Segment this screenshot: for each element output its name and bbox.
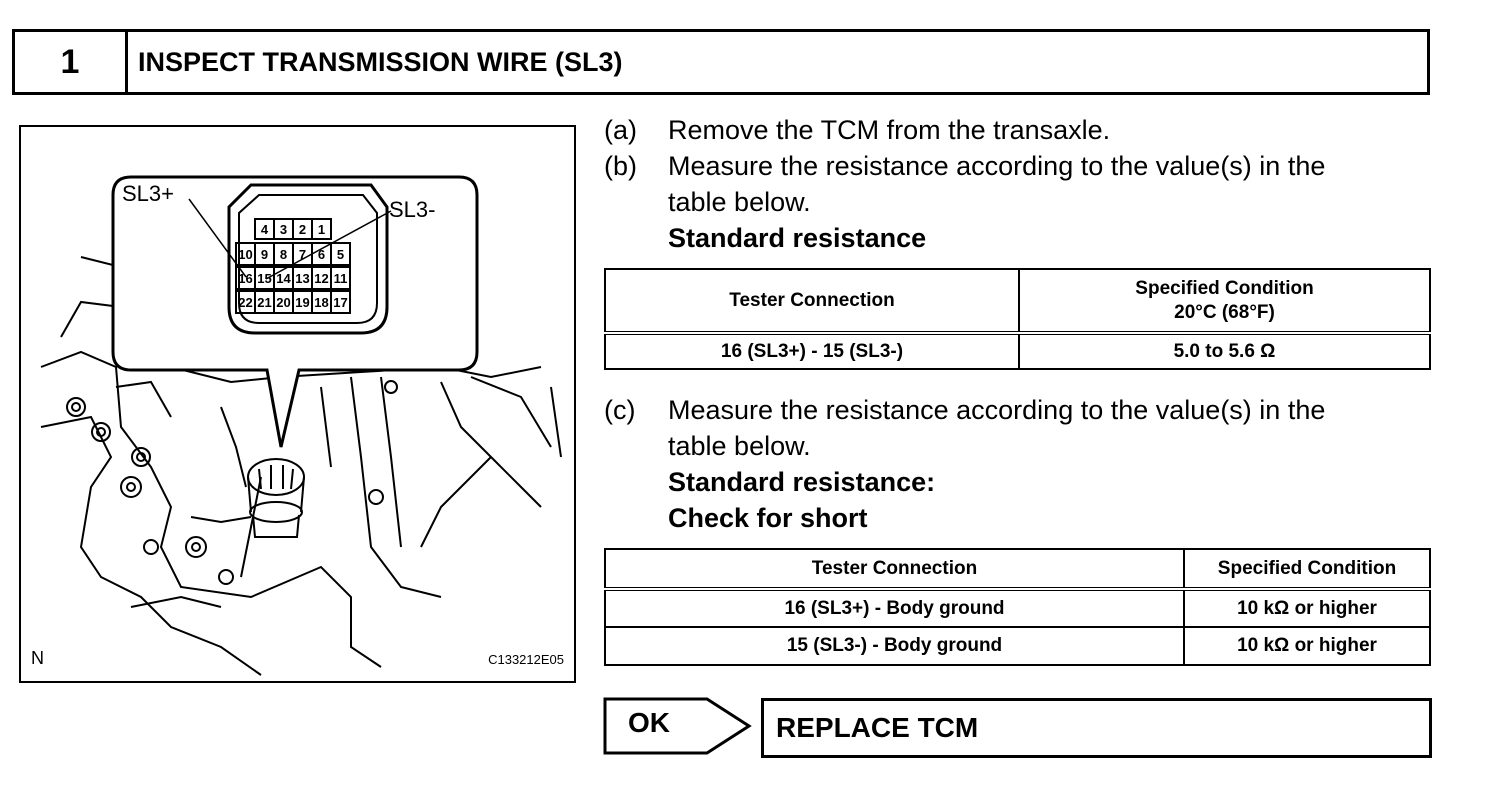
pin-13: 13 xyxy=(295,271,309,286)
pin-18: 18 xyxy=(314,295,328,310)
pin-14: 14 xyxy=(276,271,291,286)
table2-row2-connection: 15 (SL3-) - Body ground xyxy=(604,626,1185,666)
step-c-heading: Standard resistance: xyxy=(668,467,936,497)
pin-7: 7 xyxy=(299,247,306,262)
pin-19: 19 xyxy=(295,295,309,310)
table2-header-tester: Tester Connection xyxy=(604,548,1185,591)
pin-2: 2 xyxy=(299,222,306,237)
action-box: REPLACE TCM xyxy=(761,698,1432,758)
label-sl3-minus: SL3- xyxy=(389,197,436,222)
transaxle-drawing: 4 3 2 1 10 9 8 7 6 5 16 15 14 13 12 11 2… xyxy=(40,175,562,676)
step-number: 1 xyxy=(15,32,128,92)
table1-cell-condition: 5.0 to 5.6 Ω xyxy=(1018,332,1431,370)
table1-cell-connection: 16 (SL3+) - 15 (SL3-) xyxy=(604,332,1020,370)
ok-arrow-box xyxy=(603,697,752,755)
table-row: 16 (SL3+) - Body ground 10 kΩ or higher xyxy=(604,588,1431,628)
pin-8: 8 xyxy=(280,247,287,262)
step-c-subheading: Check for short xyxy=(668,503,868,533)
pin-4: 4 xyxy=(261,222,269,237)
table1-header-temperature: 20°C (68°F) xyxy=(1174,301,1275,323)
pin-12: 12 xyxy=(314,271,328,286)
step-c-marker: (c) xyxy=(604,395,636,425)
table1-header-condition: Specified Condition 20°C (68°F) xyxy=(1018,268,1431,335)
table2-row1-connection: 16 (SL3+) - Body ground xyxy=(604,588,1185,628)
connector-illustration: 4 3 2 1 10 9 8 7 6 5 16 15 14 13 12 11 2… xyxy=(19,125,576,683)
table-row: 15 (SL3-) - Body ground 10 kΩ or higher xyxy=(604,626,1431,666)
table-row: 16 (SL3+) - 15 (SL3-) 5.0 to 5.6 Ω xyxy=(604,332,1431,370)
step-b-line1: Measure the resistance according to the … xyxy=(668,151,1326,181)
pin-20: 20 xyxy=(276,295,290,310)
action-text: REPLACE TCM xyxy=(776,712,979,743)
step-b-line2: table below. xyxy=(668,187,811,217)
table1-header-condition-label: Specified Condition xyxy=(1135,277,1314,299)
ok-label: OK xyxy=(628,707,670,738)
step-c-line2: table below. xyxy=(668,431,811,461)
step-title: INSPECT TRANSMISSION WIRE (SL3) xyxy=(138,46,623,77)
step-b-heading: Standard resistance xyxy=(668,223,927,253)
table1-header-tester: Tester Connection xyxy=(604,268,1020,335)
step-c-line1: Measure the resistance according to the … xyxy=(668,395,1326,425)
pin-16: 16 xyxy=(238,271,252,286)
pin-5: 5 xyxy=(337,247,344,262)
step-header: 1 INSPECT TRANSMISSION WIRE (SL3) xyxy=(12,29,1430,95)
pin-1: 1 xyxy=(318,222,325,237)
pin-15: 15 xyxy=(257,271,271,286)
pin-9: 9 xyxy=(261,247,268,262)
pin-11: 11 xyxy=(334,271,348,286)
label-sl3-plus: SL3+ xyxy=(122,181,174,206)
pin-10: 10 xyxy=(238,247,252,262)
step-a-text: Remove the TCM from the transaxle. xyxy=(668,115,1111,145)
illustration-code: C133212E05 xyxy=(488,652,564,667)
pin-21: 21 xyxy=(257,295,271,310)
step-a-marker: (a) xyxy=(604,115,637,145)
resistance-table: Tester Connection Specified Condition 20… xyxy=(604,268,1431,370)
table2-header-condition: Specified Condition xyxy=(1183,548,1431,591)
step-b-marker: (b) xyxy=(604,151,637,181)
pin-17: 17 xyxy=(333,295,347,310)
pin-3: 3 xyxy=(280,222,287,237)
pin-6: 6 xyxy=(318,247,325,262)
table2-row1-condition: 10 kΩ or higher xyxy=(1183,588,1431,628)
view-letter: N xyxy=(31,648,44,668)
short-check-table: Tester Connection Specified Condition 16… xyxy=(604,548,1431,666)
pin-22: 22 xyxy=(238,295,252,310)
table2-row2-condition: 10 kΩ or higher xyxy=(1183,626,1431,666)
